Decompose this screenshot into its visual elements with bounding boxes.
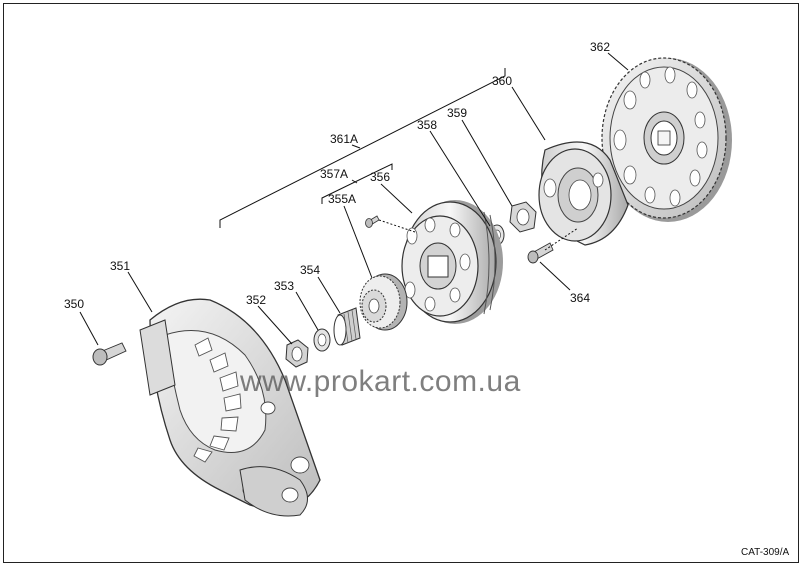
callout-353: 353 xyxy=(274,279,294,293)
callout-352: 352 xyxy=(246,293,266,307)
part-350-bolt xyxy=(92,342,127,366)
part-351-housing xyxy=(139,298,321,517)
diagram-frame xyxy=(3,3,799,563)
callout-355A: 355A xyxy=(328,192,356,206)
leader-lines xyxy=(79,52,629,346)
part-screw-small xyxy=(365,215,380,228)
callout-350: 350 xyxy=(64,297,84,311)
callout-358: 358 xyxy=(417,118,437,132)
part-364-bolt xyxy=(527,242,554,264)
callout-361A: 361A xyxy=(330,132,358,146)
callout-357A: 357A xyxy=(320,167,348,181)
part-352-nut xyxy=(285,339,309,368)
callout-labels: 350 351 352 353 354 355A 356 357A 358 35… xyxy=(64,40,610,311)
part-354-needle-bearing xyxy=(333,307,361,346)
callout-364: 364 xyxy=(570,291,590,305)
part-353-washer xyxy=(313,328,331,352)
callout-351: 351 xyxy=(110,259,130,273)
callout-359: 359 xyxy=(447,106,467,120)
callout-360: 360 xyxy=(492,74,512,88)
callout-354: 354 xyxy=(300,263,320,277)
part-355A-pinion xyxy=(359,273,408,331)
part-362-sprocket xyxy=(601,57,732,222)
part-356-clutch-hub xyxy=(401,200,503,324)
part-360-clutch-drum xyxy=(538,141,629,246)
figure-code: CAT-309/A xyxy=(741,547,789,558)
callout-362: 362 xyxy=(590,40,610,54)
part-359-nut xyxy=(509,201,537,233)
callout-356: 356 xyxy=(370,170,390,184)
watermark-text: www.prokart.com.ua xyxy=(239,365,521,398)
